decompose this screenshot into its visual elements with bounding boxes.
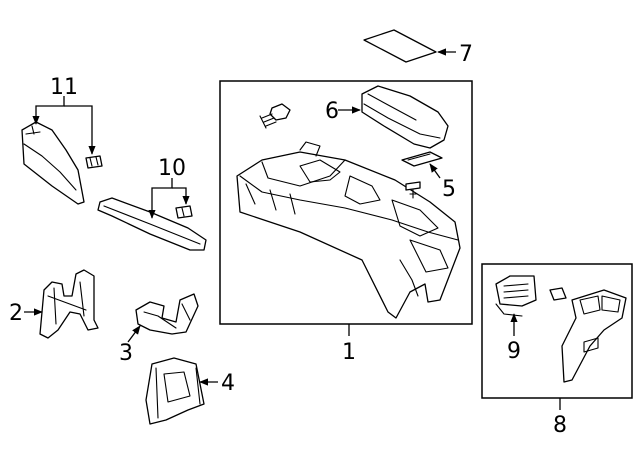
rear-panel-group-frame: [481, 263, 633, 399]
bracket-3-part: [135, 293, 199, 335]
bracket-2-part: [39, 269, 99, 339]
callout-9: 9: [507, 339, 521, 364]
panel-clip-part: [85, 155, 103, 169]
rear-panel-part: [561, 289, 627, 383]
callout-1: 1: [342, 340, 356, 365]
callout-10-leader-b: [172, 187, 190, 205]
side-panel-part: [21, 121, 85, 205]
callout-4: 4: [221, 371, 235, 396]
callout-10: 10: [158, 156, 186, 181]
callout-5: 5: [442, 177, 456, 202]
callout-11: 11: [50, 75, 78, 100]
callout-6: 6: [325, 99, 339, 124]
callout-5-leader: [429, 163, 441, 179]
vent-part: [495, 275, 537, 317]
callout-2: 2: [9, 301, 23, 326]
vent-clip-part: [549, 287, 567, 301]
callout-3: 3: [119, 341, 133, 366]
armrest-lid-part: [361, 85, 449, 149]
molding-strip-part: [97, 197, 207, 251]
callout-7: 7: [459, 42, 473, 67]
bracket-4-part: [145, 357, 205, 425]
clip-part: [405, 181, 421, 199]
screw-part: [259, 103, 291, 129]
callout-11-leader-a: [32, 96, 65, 125]
molding-clip-part: [175, 205, 193, 219]
console-box-part: [236, 141, 461, 319]
callout-3-leader: [127, 325, 141, 343]
callout-8: 8: [553, 413, 567, 438]
callout-10-leader-a: [148, 178, 173, 219]
console-group-frame: [219, 80, 473, 325]
pad-part: [401, 151, 443, 167]
callout-11-leader-b: [64, 105, 96, 155]
console-mat-part: [363, 29, 437, 63]
